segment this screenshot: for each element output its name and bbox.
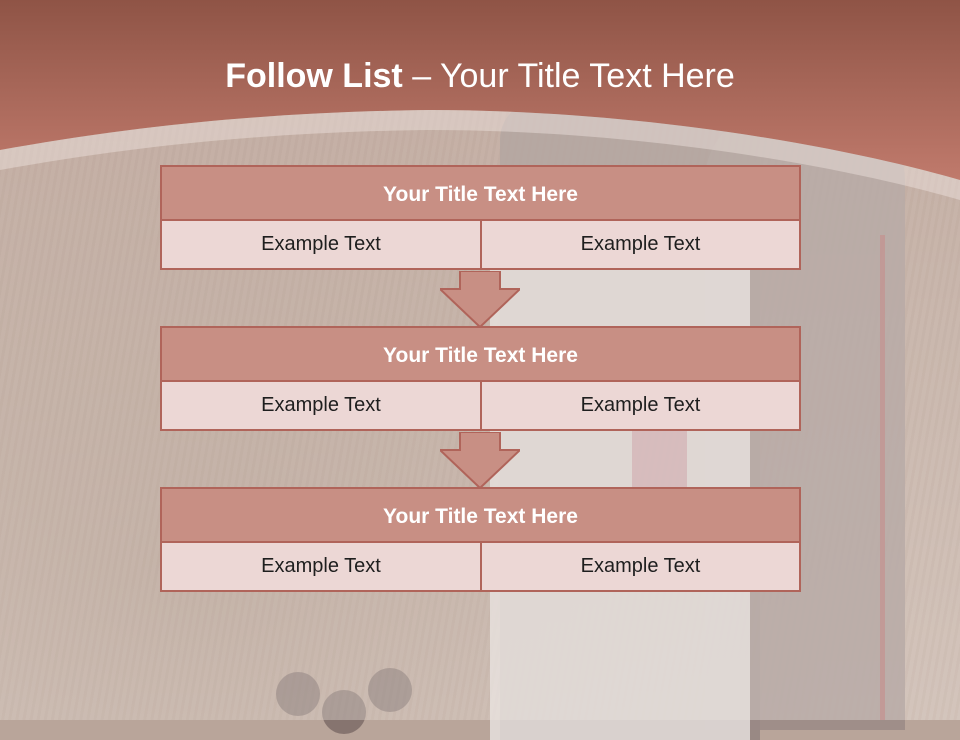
title-rest: – Your Title Text Here (402, 57, 735, 95)
flow-step-1: Your Title Text Here Example Text Exampl… (160, 165, 801, 270)
down-arrow-icon (440, 271, 520, 327)
step-text-left: Example Text (160, 543, 480, 592)
down-arrow-icon (440, 432, 520, 488)
header-band: Follow List – Your Title Text Here (0, 0, 960, 200)
step-text-left: Example Text (160, 221, 480, 270)
step-text-right: Example Text (480, 382, 801, 431)
bottle-edge-highlight (880, 235, 885, 720)
step-text-right: Example Text (480, 221, 801, 270)
title-bold: Follow List (225, 57, 403, 95)
flow-step-2: Your Title Text Here Example Text Exampl… (160, 326, 801, 431)
step-title: Your Title Text Here (160, 326, 801, 382)
step-text-left: Example Text (160, 382, 480, 431)
flow-step-3: Your Title Text Here Example Text Exampl… (160, 487, 801, 592)
step-title: Your Title Text Here (160, 487, 801, 543)
step-title: Your Title Text Here (160, 165, 801, 221)
step-text-right: Example Text (480, 543, 801, 592)
page-title: Follow List – Your Title Text Here (0, 54, 960, 98)
